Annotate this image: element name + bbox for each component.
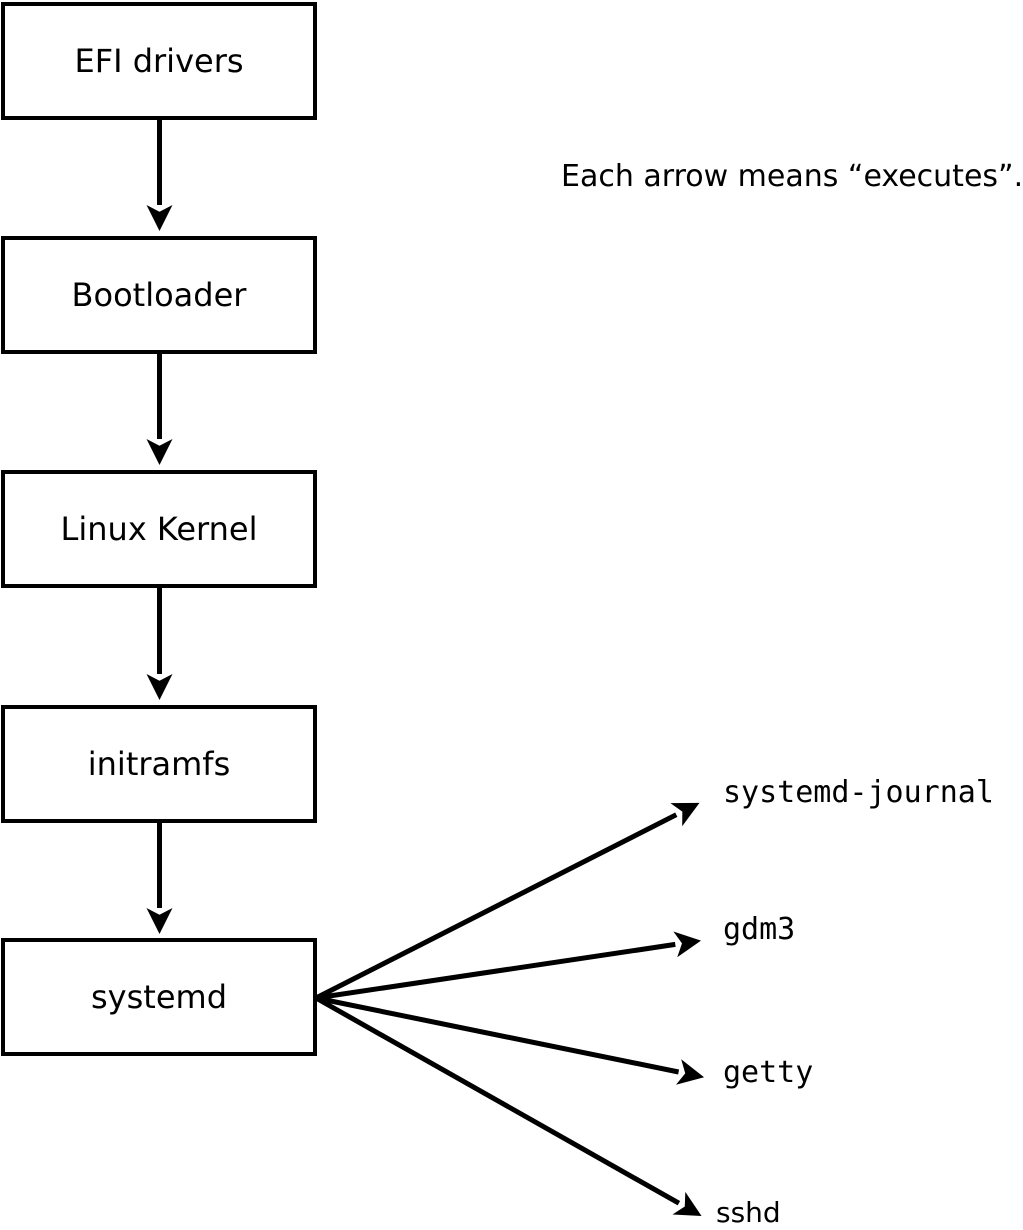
label-sshd: sshd xyxy=(716,1196,781,1229)
box-bootloader: Bootloader xyxy=(1,236,317,354)
label-systemd-journal: systemd-journal xyxy=(723,775,994,810)
label-getty: getty xyxy=(723,1055,814,1090)
box-efi-drivers: EFI drivers xyxy=(1,2,317,120)
arrow-systemd-to-gdm3 xyxy=(315,931,702,1001)
box-label: Linux Kernel xyxy=(60,510,258,548)
box-label: Bootloader xyxy=(71,276,247,314)
box-label: EFI drivers xyxy=(74,42,244,80)
box-label: systemd xyxy=(91,978,227,1016)
annotation-text: Each arrow means “executes”. xyxy=(561,159,1023,194)
box-linux-kernel: Linux Kernel xyxy=(1,470,317,588)
box-initramfs: initramfs xyxy=(1,705,317,823)
arrow-systemd-to-journal xyxy=(314,802,700,1001)
arrow-systemd-to-getty xyxy=(315,995,705,1085)
label-gdm3: gdm3 xyxy=(723,912,796,947)
arrow-systemd-to-sshd xyxy=(314,995,702,1216)
box-label: initramfs xyxy=(87,745,231,783)
box-systemd: systemd xyxy=(1,938,317,1056)
